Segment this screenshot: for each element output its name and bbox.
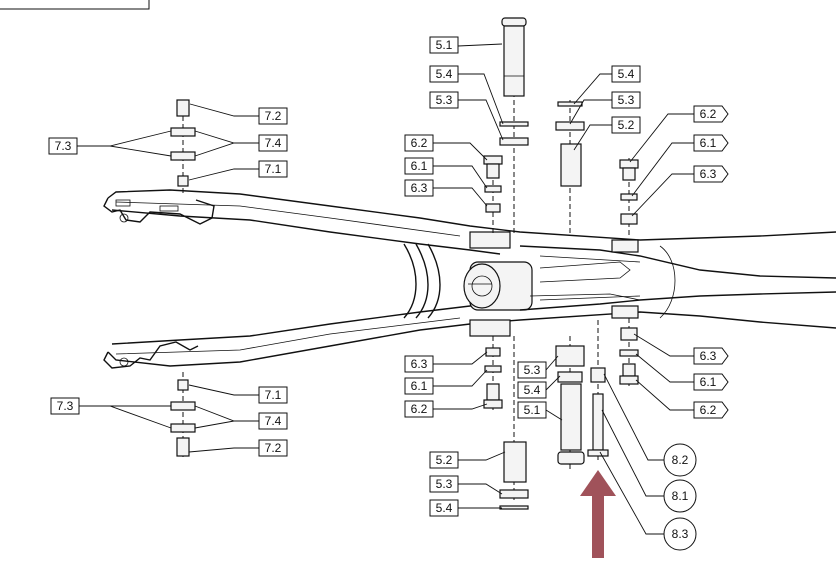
hardware-group-5-top — [483, 17, 639, 236]
callout-6-1-bottom-right: 6.1 — [700, 375, 717, 389]
callout-6-2-bottom-right: 6.2 — [700, 403, 717, 417]
callout-6-2-left: 6.2 — [411, 136, 428, 150]
callout-6-3-left: 6.3 — [411, 181, 428, 195]
callout-6-1-bottom-left: 6.1 — [411, 379, 428, 393]
title-box-fragment — [0, 0, 150, 10]
callout-8-2: 8.2 — [672, 453, 689, 467]
hardware-group-5-bottom — [483, 318, 639, 510]
callout-5-1-top: 5.1 — [436, 38, 453, 52]
hardware-group-7-top — [170, 99, 196, 196]
callout-7-2-bottom: 7.2 — [265, 441, 282, 455]
callout-5-4-bottom-left: 5.4 — [436, 501, 453, 515]
callout-5-3-bottom: 5.3 — [524, 363, 541, 377]
callout-5-2-right: 5.2 — [618, 118, 635, 132]
callout-5-3-top: 5.3 — [436, 93, 453, 107]
callout-5-3-bottom-left: 5.3 — [436, 477, 453, 491]
callout-6-2-right: 6.2 — [700, 107, 717, 121]
callout-8-1: 8.1 — [672, 489, 689, 503]
callout-5-2-bottom: 5.2 — [436, 453, 453, 467]
callout-labels: 5.1 5.4 5.3 5.4 5.3 5.2 6.2 6.1 6.3 6.2 … — [48, 36, 729, 551]
callout-8-3: 8.3 — [672, 527, 689, 541]
callout-7-4-top: 7.4 — [265, 136, 282, 150]
callout-6-1-left: 6.1 — [411, 159, 428, 173]
callout-7-3-bottom: 7.3 — [57, 399, 74, 413]
callout-7-1-top: 7.1 — [265, 162, 282, 176]
callout-6-3-right: 6.3 — [700, 167, 717, 181]
callout-6-1-right: 6.1 — [700, 136, 717, 150]
callout-7-3-top: 7.3 — [55, 139, 72, 153]
callout-5-4-top: 5.4 — [436, 67, 453, 81]
callout-5-4-right: 5.4 — [618, 67, 635, 81]
callout-7-1-bottom: 7.1 — [265, 388, 282, 402]
callout-6-2-bottom-left: 6.2 — [411, 402, 428, 416]
frame-rear-triangle — [103, 189, 836, 369]
callout-7-2-top: 7.2 — [265, 109, 282, 123]
callout-5-4-bottom: 5.4 — [524, 383, 541, 397]
callout-7-4-bottom: 7.4 — [265, 414, 282, 428]
callout-6-3-bottom-right: 6.3 — [700, 349, 717, 363]
highlight-arrow-icon — [580, 470, 616, 558]
callout-6-3-bottom-left: 6.3 — [411, 357, 428, 371]
callout-5-3-right: 5.3 — [618, 93, 635, 107]
leader-lines — [77, 43, 694, 535]
callout-5-1-bottom: 5.1 — [524, 403, 541, 417]
